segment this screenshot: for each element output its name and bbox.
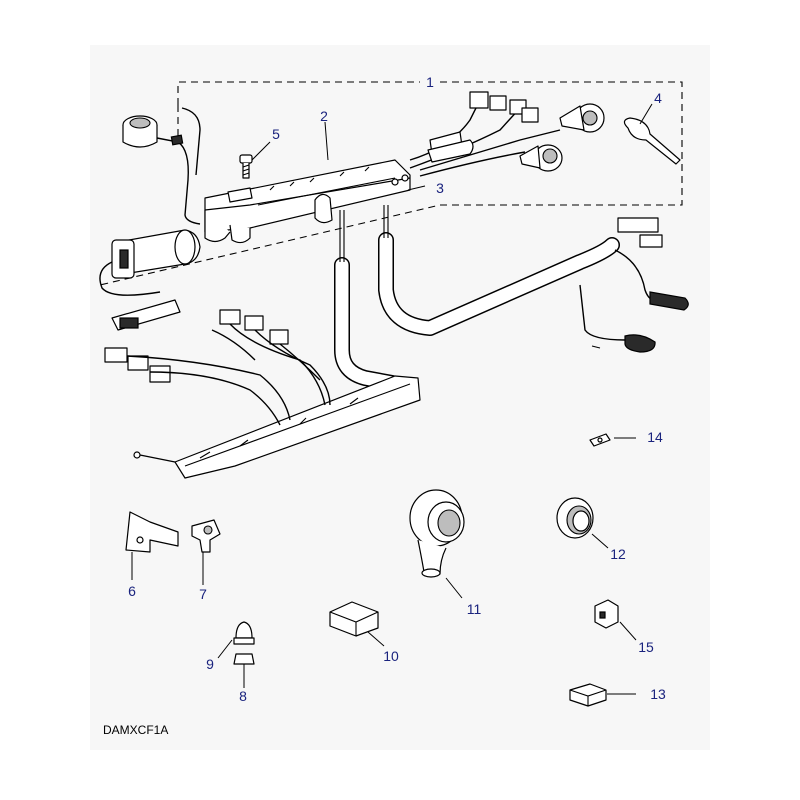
callout-2: 2 [320, 108, 328, 124]
boot-part-11 [409, 489, 465, 578]
callout-4: 4 [654, 90, 662, 106]
connector-part-10 [329, 601, 379, 637]
callout-14: 14 [647, 429, 663, 445]
sensor-part-7 [191, 519, 221, 553]
nut-part-8 [233, 653, 255, 665]
callout-3: 3 [436, 180, 444, 196]
drawing-code: DAMXCF1A [103, 723, 168, 737]
cylindrical-plug-part [99, 229, 201, 296]
grommet-part-12 [556, 497, 594, 539]
callout-12: 12 [610, 546, 626, 562]
conduit-tubes [334, 205, 620, 391]
relay-connectors-part [409, 91, 605, 177]
cap-part-9 [233, 621, 255, 645]
right-harness-branch-part [579, 217, 689, 353]
callout-13: 13 [650, 686, 666, 702]
callout-10: 10 [383, 648, 399, 664]
leader-lines [131, 103, 653, 695]
callout-6: 6 [128, 583, 136, 599]
screw-part [239, 154, 253, 179]
callout-9: 9 [206, 656, 214, 672]
connector-part-15 [594, 599, 619, 629]
callout-11: 11 [467, 601, 482, 617]
fuse-part-14 [589, 433, 611, 447]
callout-5: 5 [272, 126, 280, 142]
assembly-boundary [99, 81, 683, 286]
callout-1: 1 [426, 74, 434, 90]
callout-labels: 1 2 3 4 5 6 7 8 9 10 11 12 13 14 15 [128, 74, 666, 704]
callout-15: 15 [638, 639, 654, 655]
connector-part-13 [569, 683, 607, 707]
relay-carrier-part [204, 159, 411, 244]
cable-tie-part [623, 117, 681, 165]
callout-7: 7 [199, 586, 207, 602]
bracket-part-6 [125, 511, 179, 553]
round-connector-part [122, 107, 201, 225]
callout-8: 8 [239, 688, 247, 704]
lower-harness-rail-part [104, 299, 421, 479]
